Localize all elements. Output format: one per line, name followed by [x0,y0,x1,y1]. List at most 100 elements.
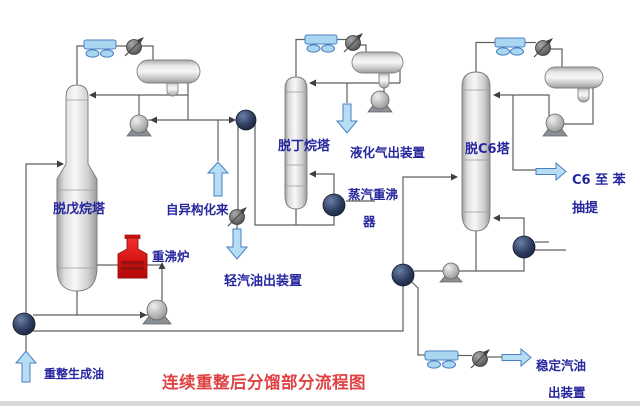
column3-shell [461,71,491,232]
furnace-band1 [121,261,144,265]
pipe-drum3-pump5 [564,88,594,125]
pump-col3-reflux [542,113,568,137]
pump4-casing [442,262,460,280]
lpg-out-arrow [335,103,359,134]
exchanger-spheres [12,109,536,336]
c6-out-arrow [535,161,567,182]
valve4-stem [533,40,551,58]
pump1-casing [129,114,149,134]
reformate-in-arrow [14,350,38,383]
arrowhead-col3-feed [451,173,458,181]
valve3-arrow [356,33,363,40]
exchanger-A [235,109,257,131]
drum1-shell [136,59,201,84]
ac1-fan2 [100,49,114,58]
control-valve-1 [124,37,144,57]
pump3-casing [146,299,168,321]
arrowhead-col2-reboiler-return [309,170,316,178]
control-valve-3 [343,33,363,53]
diagram-title: 连续重整后分馏部分流程图 [162,372,366,392]
arrowhead-exchA-in [229,116,236,124]
bottoms-exchanger-D [391,263,415,287]
label-light-gasoline-out: 轻汽油出装置 [224,273,302,289]
ac2-fan2 [321,44,335,53]
steam-reboiler-B [322,193,346,217]
reflux-drum-1 [136,59,201,97]
flow-arrowheads [57,79,500,319]
air-cooler-1 [83,39,117,58]
pipe-col3-bottoms [459,258,525,272]
column-de-c6 [461,71,491,232]
light-gasoline-out-arrow [225,228,249,260]
label-lpg-out: 液化气出装置 [350,145,426,160]
arrowhead-col3-reflux [493,91,500,99]
label-from-isomerization: 自异构化来 [166,202,229,217]
valve5-stem [470,351,488,369]
label-de-c6: 脱C6塔 [465,141,511,157]
arrowhead-col1-feed [57,160,64,168]
drum1-nozzle [166,81,179,97]
furnace-band2 [121,266,144,270]
drum3-nozzle [577,87,590,103]
ac1-bundle [83,39,117,50]
ac3-fan1 [496,47,510,56]
pipe-valve3-drum2 [359,44,367,53]
column-depentanizer [56,84,98,292]
pipe-reboilerB-return [311,173,335,194]
drum3-shell [544,66,604,89]
stable-gasoline-out-arrow [501,347,532,368]
reflux-drum-3 [544,66,604,103]
ac2-bundle [304,34,338,45]
pipe-col1-overhead [76,45,84,85]
pipes [25,38,594,358]
label-stable-gasoline-2: 出装置 [548,385,586,400]
bottom-border-strip [0,401,640,406]
label-debutanizer: 脱丁烷塔 [278,138,331,154]
arrowhead-col3-reboiler-return [493,214,500,222]
arrowhead-pump1-in [150,116,157,124]
stream-arrows [14,103,567,383]
column2-shell [284,76,308,210]
pipe-reboilerC-return [495,217,525,236]
pipe-valve1-drum1 [142,45,154,61]
pipe-exchD-exchE [33,286,404,332]
pipe-col3-feed [402,176,456,264]
text-labels: 脱戊烷塔 脱丁烷塔 脱C6塔 重沸炉 蒸汽重沸 器 自异构化来 重整生成油 轻汽… [44,138,627,400]
ac4-fan1 [427,360,441,369]
label-reformate-feed: 重整生成油 [44,366,104,381]
control-valve-4 [533,38,553,58]
control-valve-5 [470,349,490,369]
pipe-c6-product [512,95,536,171]
label-steam-reboiler-2: 器 [362,214,376,229]
label-reboiler-furnace: 重沸炉 [152,249,190,264]
reflux-drum-2 [351,51,404,89]
ac2-fan1 [306,44,321,53]
pump-col1-bottoms [142,299,172,325]
furnace-body [117,237,148,279]
label-steam-reboiler-1: 蒸汽重沸 [348,187,399,202]
air-cooler-4 [424,350,459,369]
valve5-arrow [483,349,490,356]
drum2-shell [351,51,404,74]
valve1-stem [124,39,142,57]
ac1-fan1 [85,49,100,58]
air-cooler-2 [304,34,338,53]
feed-exchanger-E [12,312,36,336]
drum2-nozzle [378,72,390,89]
label-depentanizer: 脱戊烷塔 [53,201,106,217]
control-valve-2 [227,207,247,227]
pipe-col3-overhead [475,41,495,72]
column1-shell [56,84,98,292]
pump-col3-bottoms [439,262,463,283]
valve3-stem [343,35,361,53]
valve2-stem [227,209,245,227]
arrowhead-col2-reflux [309,79,316,87]
pipe-exchA-col2bottom [254,124,335,226]
pump5-casing [545,113,565,133]
label-stable-gasoline-1: 稳定汽油 [536,358,586,373]
reboiler-C [512,235,536,259]
pipe-col2-overhead [295,38,305,77]
arrowhead-pump3-in [140,311,147,319]
